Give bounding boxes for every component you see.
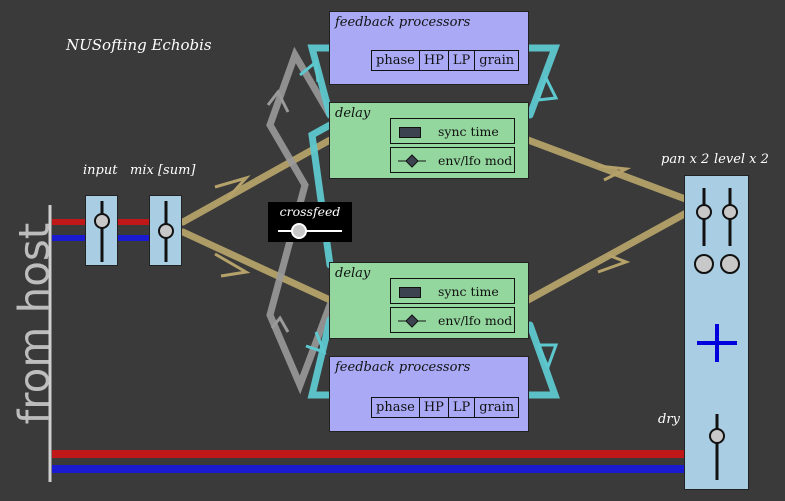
level-dial[interactable]: [720, 254, 740, 274]
input-fader-knob[interactable]: [86, 196, 119, 267]
phase-button[interactable]: phase: [372, 398, 420, 417]
sync-chip-icon: [399, 127, 421, 138]
env-lfo-mod-bottom[interactable]: env/lfo mod: [390, 307, 515, 333]
delay-bottom: delay sync time env/lfo mod: [329, 262, 529, 339]
plus-icon: [697, 324, 737, 362]
phase-button[interactable]: phase: [372, 51, 420, 70]
feedback-bottom-label: feedback processors: [335, 360, 471, 375]
level-label: level x 2: [714, 152, 769, 167]
delay-bottom-label: delay: [335, 266, 371, 281]
crossfeed-knob[interactable]: [291, 223, 307, 239]
sync-time-bottom-label: sync time: [438, 284, 499, 299]
mix-fader-knob[interactable]: [150, 196, 183, 267]
dry-label: dry: [658, 412, 680, 427]
mix-label: mix [sum]: [130, 163, 196, 178]
sync-time-top[interactable]: sync time: [390, 118, 515, 144]
input-label: input: [83, 163, 118, 178]
lp-button[interactable]: LP: [448, 51, 476, 70]
grain-button[interactable]: grain: [475, 51, 519, 70]
app-title: NUSofting Echobis: [66, 36, 212, 54]
lp-button[interactable]: LP: [448, 398, 476, 417]
feedback-top-label: feedback processors: [335, 15, 471, 30]
grain-button[interactable]: grain: [475, 398, 519, 417]
feedback-bottom-buttons: phase HP LP grain: [371, 397, 520, 418]
level-fader[interactable]: [722, 188, 738, 246]
feedback-processors-bottom: feedback processors phase HP LP grain: [329, 356, 529, 432]
delay-top-label: delay: [335, 106, 371, 121]
level-knob[interactable]: [722, 204, 738, 220]
pan-knob[interactable]: [696, 204, 712, 220]
mix-fader[interactable]: [149, 195, 182, 266]
crossfeed-slider[interactable]: crossfeed: [268, 202, 352, 242]
pan-dial[interactable]: [694, 254, 714, 274]
feedback-processors-top: feedback processors phase HP LP grain: [329, 11, 529, 85]
from-host-label: from host: [9, 222, 59, 425]
delay-top: delay sync time env/lfo mod: [329, 102, 529, 179]
dry-fader[interactable]: [709, 414, 725, 480]
mod-lfo-icon: [398, 154, 426, 168]
pan-label: pan x 2: [661, 152, 710, 167]
env-lfo-mod-top-label: env/lfo mod: [438, 153, 513, 168]
feedback-top-buttons: phase HP LP grain: [371, 50, 520, 71]
input-fader[interactable]: [85, 195, 118, 266]
sync-time-bottom[interactable]: sync time: [390, 278, 515, 304]
hp-button[interactable]: HP: [419, 398, 449, 417]
hp-button[interactable]: HP: [419, 51, 449, 70]
env-lfo-mod-bottom-label: env/lfo mod: [438, 313, 513, 328]
sync-time-top-label: sync time: [438, 124, 499, 139]
crossfeed-label: crossfeed: [279, 204, 341, 219]
dry-knob[interactable]: [709, 428, 725, 444]
mod-lfo-icon: [398, 314, 426, 328]
sync-chip-icon: [399, 287, 421, 298]
output-panel: [684, 175, 749, 490]
pan-fader[interactable]: [696, 188, 712, 246]
env-lfo-mod-top[interactable]: env/lfo mod: [390, 147, 515, 173]
